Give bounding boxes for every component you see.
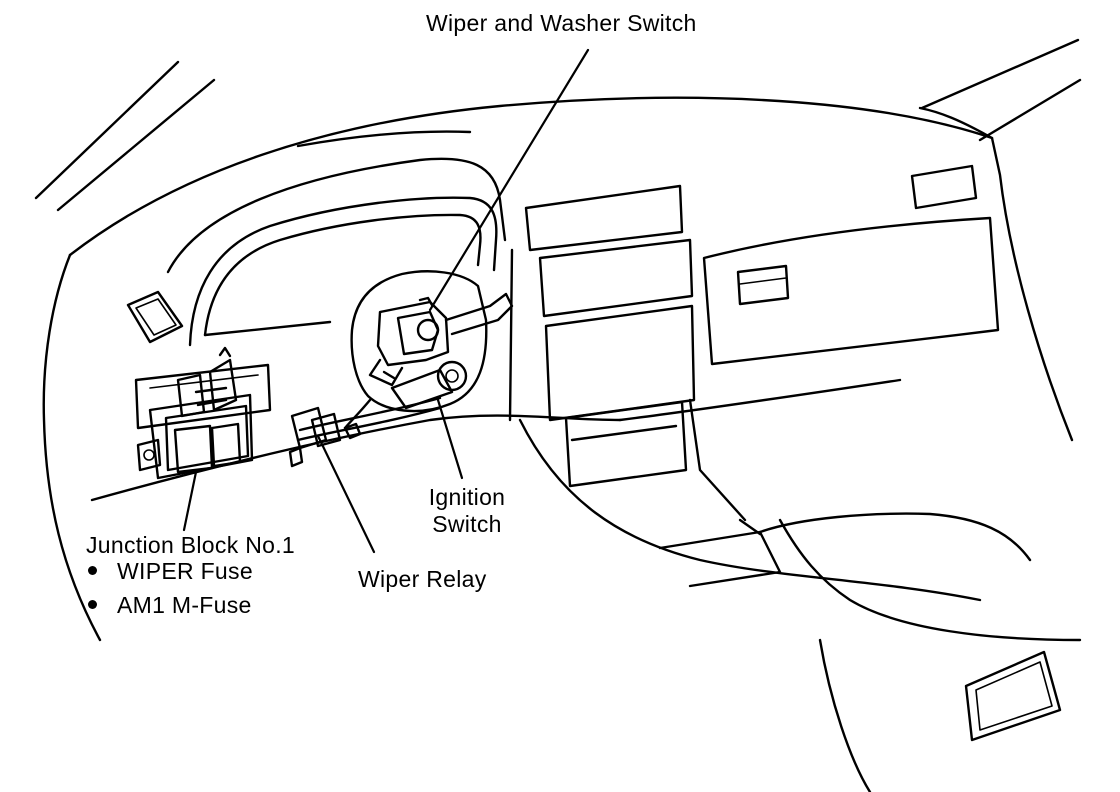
bullet-icon [88,600,97,610]
junction-block [136,346,254,480]
label-junction-block: Junction Block No.1 [86,532,295,558]
leader-ignition-switch [436,398,464,480]
junction-item-wiper-fuse: WIPER Fuse [88,558,253,585]
steering-column-opening [350,270,488,413]
left-air-vent [126,290,184,344]
right-air-vent [910,164,978,210]
junction-item-am1-mfuse: AM1 M-Fuse [88,592,252,619]
center-stack [508,184,982,602]
label-ignition-line2: Switch [432,511,502,537]
junction-item-label: WIPER Fuse [117,558,253,584]
label-ignition-switch: Ignition Switch [412,484,522,538]
dashboard-outline [42,96,1074,642]
lower-left-panel [134,363,272,430]
glove-box [702,216,1000,366]
ignition-switch [343,360,468,430]
instrument-cluster [166,130,507,347]
windshield-pillar-left [34,60,216,212]
leader-junction-block [182,470,198,532]
leader-wiper-relay [316,434,376,554]
windshield-pillar-right [920,38,1082,142]
bullet-icon [88,566,97,576]
label-wiper-washer-switch: Wiper and Washer Switch [426,10,697,36]
label-ignition-line1: Ignition [428,484,506,510]
junction-item-label: AM1 M-Fuse [117,592,252,618]
wiper-relay [288,406,342,468]
console-box [658,512,1082,792]
leader-wiper-washer-switch [428,48,590,312]
label-wiper-relay: Wiper Relay [358,566,487,592]
